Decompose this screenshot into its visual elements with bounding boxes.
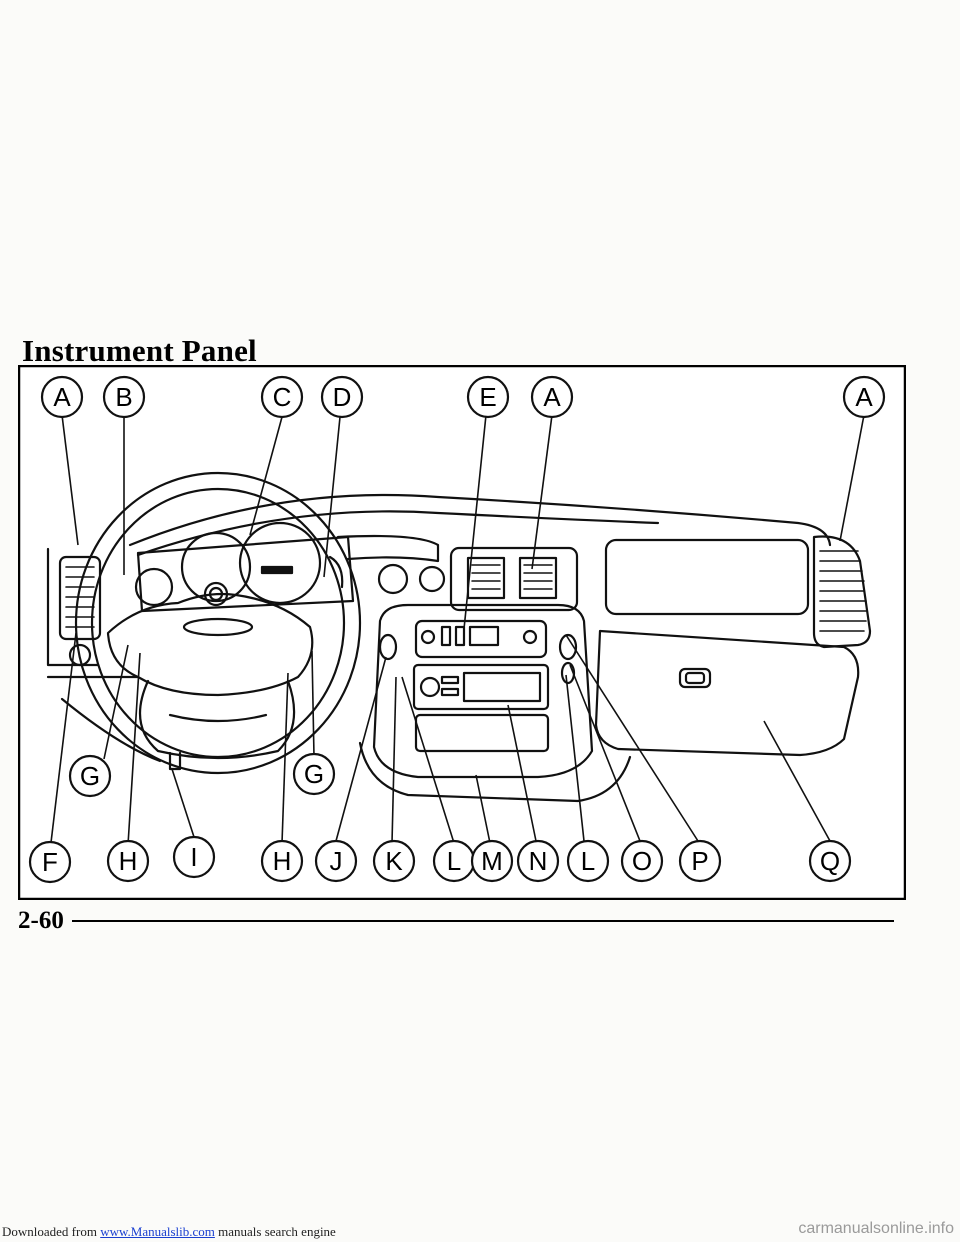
- download-footer: Downloaded from www.Manualslib.com manua…: [2, 1224, 336, 1240]
- instrument-panel-diagram: A B C D E A A G: [18, 365, 906, 900]
- callout-bottom-h-1: H: [106, 839, 150, 883]
- svg-text:G: G: [80, 761, 100, 791]
- callout-top-d: D: [320, 375, 364, 419]
- callout-bottom-p: P: [678, 839, 722, 883]
- footer-prefix: Downloaded from: [2, 1224, 101, 1239]
- svg-text:G: G: [304, 759, 324, 789]
- callout-bottom-m: M: [470, 839, 514, 883]
- svg-text:P: P: [691, 846, 708, 876]
- callout-top-a-1: A: [40, 375, 84, 419]
- footer-rule: [72, 920, 894, 922]
- callout-bottom-q: Q: [808, 839, 852, 883]
- manualslib-link[interactable]: www.Manualslib.com: [100, 1224, 215, 1239]
- instrument-cluster: [134, 521, 446, 613]
- svg-text:B: B: [115, 382, 132, 412]
- callout-middle-g-2: G: [292, 752, 336, 796]
- svg-text:L: L: [581, 846, 595, 876]
- callout-bottom-k: K: [372, 839, 416, 883]
- center-console: [372, 546, 594, 779]
- callout-top-b: B: [102, 375, 146, 419]
- svg-text:K: K: [385, 846, 403, 876]
- callout-top-a-2: A: [530, 375, 574, 419]
- page-title: Instrument Panel: [22, 333, 257, 368]
- callout-bottom-o: O: [620, 839, 664, 883]
- svg-text:M: M: [481, 846, 503, 876]
- callout-bottom-f: F: [28, 840, 72, 884]
- svg-text:O: O: [632, 846, 652, 876]
- page-number: 2-60: [18, 907, 64, 934]
- callout-top-a-3: A: [842, 375, 886, 419]
- callout-bottom-h-2: H: [260, 839, 304, 883]
- watermark: carmanualsonline.info: [798, 1220, 954, 1237]
- svg-text:N: N: [529, 846, 548, 876]
- svg-text:D: D: [333, 382, 352, 412]
- svg-text:H: H: [273, 846, 292, 876]
- svg-text:A: A: [543, 382, 561, 412]
- svg-text:F: F: [42, 847, 58, 877]
- callout-top-c: C: [260, 375, 304, 419]
- svg-text:L: L: [447, 846, 461, 876]
- dashboard-top-edge: [128, 493, 832, 547]
- svg-text:E: E: [479, 382, 496, 412]
- callout-top-e: E: [466, 375, 510, 419]
- steering-wheel: [74, 471, 362, 775]
- right-air-vent: [812, 535, 872, 649]
- svg-text:H: H: [119, 846, 138, 876]
- callout-middle-g-1: G: [68, 754, 112, 798]
- callout-bottom-i: I: [172, 835, 216, 879]
- callout-bottom-l-2: L: [566, 839, 610, 883]
- callout-bottom-l-1: L: [432, 839, 476, 883]
- footer-suffix: manuals search engine: [214, 1224, 336, 1239]
- svg-text:C: C: [273, 382, 292, 412]
- svg-text:A: A: [855, 382, 873, 412]
- glove-box: [594, 538, 860, 757]
- svg-text:I: I: [190, 842, 197, 872]
- callout-bottom-n: N: [516, 839, 560, 883]
- callout-bottom-j: J: [314, 839, 358, 883]
- svg-text:A: A: [53, 382, 71, 412]
- svg-text:Q: Q: [820, 846, 840, 876]
- svg-text:J: J: [330, 846, 343, 876]
